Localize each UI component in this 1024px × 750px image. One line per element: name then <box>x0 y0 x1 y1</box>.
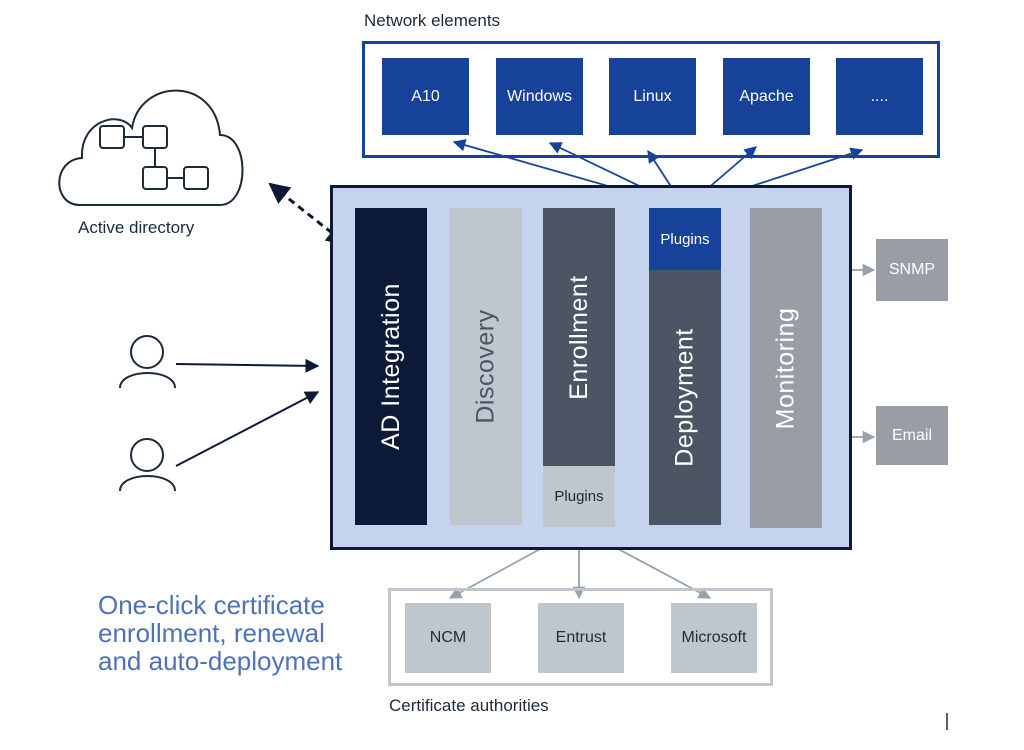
network-element-linux[interactable]: Linux <box>609 58 696 135</box>
module-discovery[interactable]: Discovery <box>450 208 522 525</box>
enrollment-plugins[interactable]: Plugins <box>543 466 615 527</box>
module-enrollment-label: Enrollment <box>564 274 593 400</box>
module-ad-integration-label: AD Integration <box>376 283 405 450</box>
cloud-icon <box>58 89 244 206</box>
module-monitoring-label: Monitoring <box>771 307 800 429</box>
ca-microsoft[interactable]: Microsoft <box>671 603 757 673</box>
active-directory-label: Active directory <box>78 218 195 237</box>
network-elements-title: Network elements <box>364 11 501 30</box>
module-discovery-label: Discovery <box>471 309 500 424</box>
certificate-authorities-frame <box>388 588 773 686</box>
output-snmp[interactable]: SNMP <box>876 239 948 301</box>
network-element-apache[interactable]: Apache <box>723 58 810 135</box>
user1-arrow <box>175 358 320 373</box>
network-element-windows[interactable]: Windows <box>496 58 583 135</box>
user-icon <box>119 438 176 492</box>
module-ad-integration[interactable]: AD Integration <box>355 208 427 525</box>
tagline: One-click certificate enrollment, renewa… <box>98 591 342 675</box>
deployment-plugins[interactable]: Plugins <box>649 208 721 270</box>
ca-ncm[interactable]: NCM <box>405 603 491 673</box>
ad-sync-arrow <box>268 182 348 246</box>
network-element-more[interactable]: .... <box>836 58 923 135</box>
user2-arrow <box>175 391 320 467</box>
certificate-authorities-title: Certificate authorities <box>389 696 549 715</box>
network-elements-frame <box>362 41 940 158</box>
user-icon <box>119 335 176 389</box>
ca-entrust[interactable]: Entrust <box>538 603 624 673</box>
tagline-line-3: and auto-deployment <box>98 646 343 676</box>
module-deployment[interactable]: Deployment <box>649 270 721 525</box>
tagline-line-2: enrollment, renewal <box>98 618 325 648</box>
module-deployment-label: Deployment <box>670 328 699 467</box>
output-email[interactable]: Email <box>876 406 948 465</box>
tagline-line-1: One-click certificate <box>98 590 325 620</box>
module-monitoring[interactable]: Monitoring <box>750 208 822 528</box>
module-enrollment[interactable]: Enrollment <box>543 208 615 466</box>
network-element-a10[interactable]: A10 <box>382 58 469 135</box>
